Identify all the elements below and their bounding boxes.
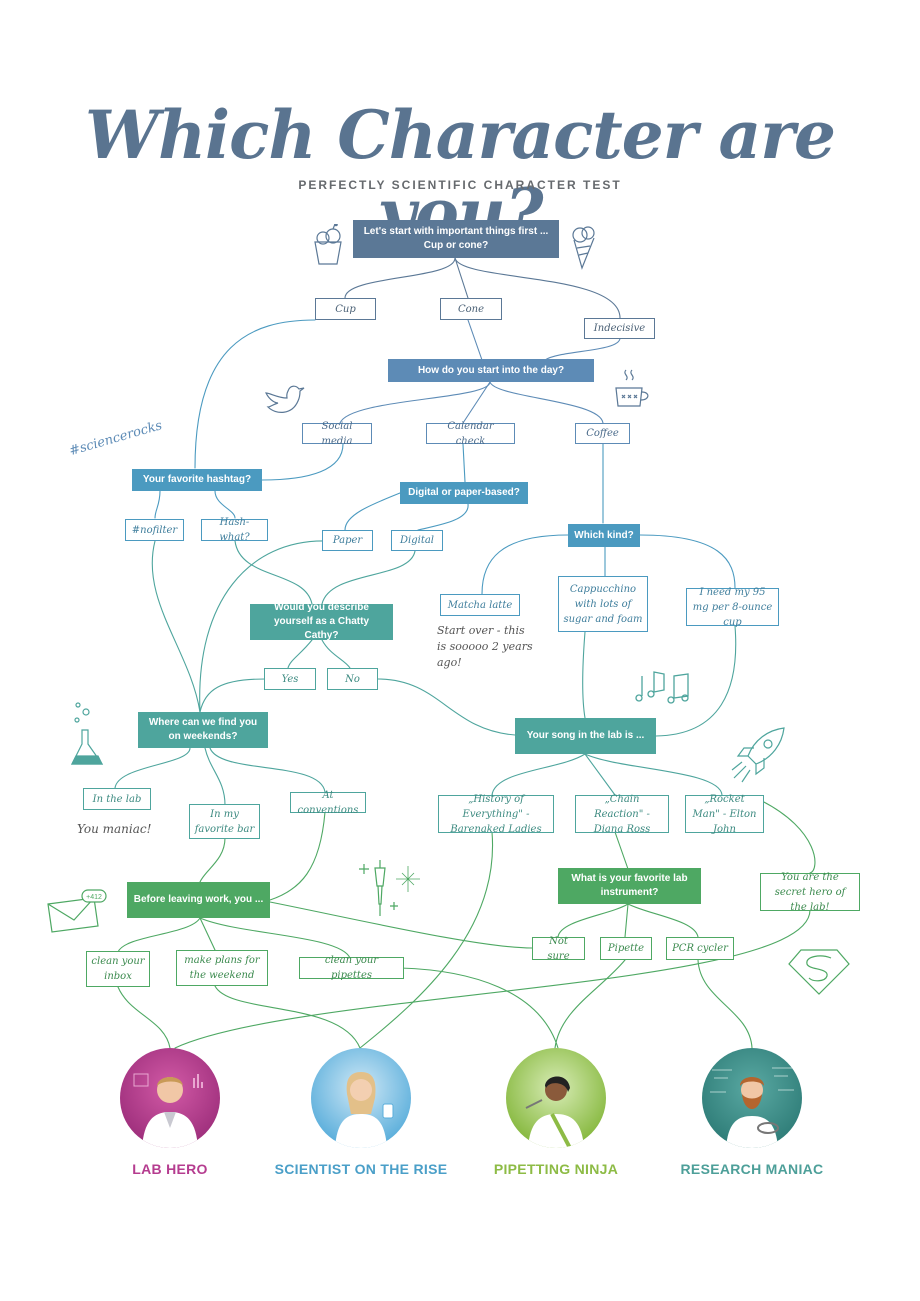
answer-coffee: Coffee bbox=[575, 423, 630, 444]
ice-cream-cone-icon bbox=[572, 226, 595, 270]
answer-calendar-check: Calendar check bbox=[426, 421, 515, 447]
answer-paper: Paper bbox=[322, 530, 373, 551]
question-chatty-cathy: Would you describe yourself as a Chatty … bbox=[250, 602, 393, 641]
character-name-research-maniac: RESEARCH MANIAC bbox=[680, 1161, 824, 1177]
music-notes-icon bbox=[635, 671, 689, 704]
ice-cream-cup-icon bbox=[314, 224, 342, 265]
portrait-pipetting-ninja bbox=[506, 1048, 606, 1148]
answer-indecisive: Indecisive bbox=[584, 318, 655, 339]
answer-clean-pipettes: clean your pipettes bbox=[299, 955, 404, 981]
question-lab-instrument: What is your favorite lab instrument? bbox=[558, 868, 701, 904]
character-name-scientist-on-the-rise: SCIENTIST ON THE RISE bbox=[274, 1161, 448, 1177]
question-weekends: Where can we find you on weekends? bbox=[138, 712, 268, 748]
answer-95-mg: I need my 95 mg per 8-ounce cup bbox=[686, 587, 779, 628]
bird-icon bbox=[265, 385, 305, 413]
portrait-scientist-on-the-rise bbox=[311, 1048, 411, 1148]
question-before-leaving: Before leaving work, you ... bbox=[127, 882, 270, 918]
flask-icon bbox=[71, 702, 104, 765]
portrait-research-maniac bbox=[702, 1048, 802, 1148]
question-lab-song: Your song in the lab is ... bbox=[515, 718, 656, 754]
answer-make-plans: make plans for the weekend bbox=[176, 950, 268, 986]
answer-favorite-bar: In my favorite bar bbox=[189, 804, 260, 839]
question-hashtag: Your favorite hashtag? bbox=[132, 469, 262, 491]
character-name-lab-hero: LAB HERO bbox=[132, 1161, 208, 1177]
answer-matcha-latte: Matcha latte bbox=[440, 594, 520, 616]
question-cup-or-cone: Let's start with important things first … bbox=[353, 220, 559, 258]
answer-rocket-man: „Rocket Man" - Elton John bbox=[685, 794, 764, 835]
answer-nofilter: #nofilter bbox=[125, 519, 184, 541]
answer-not-sure: Not sure bbox=[532, 936, 585, 962]
answer-at-conventions: At conventions bbox=[290, 790, 366, 816]
answer-chain-reaction: „Chain Reaction" - Diana Ross bbox=[575, 794, 669, 835]
answer-pcr-cycler: PCR cycler bbox=[666, 937, 734, 960]
answer-hash-what: Hash-what? bbox=[201, 517, 268, 543]
maniac-note: You maniac! bbox=[77, 822, 152, 836]
question-which-kind: Which kind? bbox=[568, 524, 640, 547]
answer-pipette: Pipette bbox=[600, 937, 652, 960]
page-subtitle: PERFECTLY SCIENTIFIC CHARACTER TEST bbox=[298, 178, 622, 192]
answer-social-media: Social media bbox=[302, 421, 372, 447]
answer-cone: Cone bbox=[440, 298, 502, 320]
question-start-day: How do you start into the day? bbox=[388, 359, 594, 382]
pipette-icon bbox=[359, 860, 420, 916]
answer-history-of-everything: „History of Everything" - Barenaked Ladi… bbox=[438, 794, 554, 835]
coffee-cup-icon bbox=[615, 369, 649, 407]
superman-logo-icon bbox=[788, 949, 850, 995]
answer-yes: Yes bbox=[264, 668, 316, 690]
answer-clean-inbox: clean your inbox bbox=[86, 951, 150, 987]
email-badge: +412 bbox=[86, 894, 102, 901]
answer-in-the-lab: In the lab bbox=[83, 788, 151, 810]
start-over-note: Start over - this is sooooo 2 years ago! bbox=[437, 624, 533, 669]
answer-digital: Digital bbox=[391, 530, 443, 551]
envelope-icon: +412 bbox=[47, 889, 107, 933]
character-name-pipetting-ninja: PIPETTING NINJA bbox=[493, 1161, 619, 1177]
rocket-icon bbox=[731, 727, 785, 783]
page-title: Which Character are you? bbox=[84, 96, 836, 252]
answer-no: No bbox=[327, 668, 378, 690]
question-digital-or-paper: Digital or paper-based? bbox=[400, 482, 528, 504]
portrait-lab-hero bbox=[120, 1048, 220, 1148]
answer-cappuccino: Cappucchino with lots of sugar and foam bbox=[558, 576, 648, 632]
answer-secret-hero: You are the secret hero of the lab! bbox=[760, 872, 860, 913]
answer-cup: Cup bbox=[315, 298, 376, 320]
